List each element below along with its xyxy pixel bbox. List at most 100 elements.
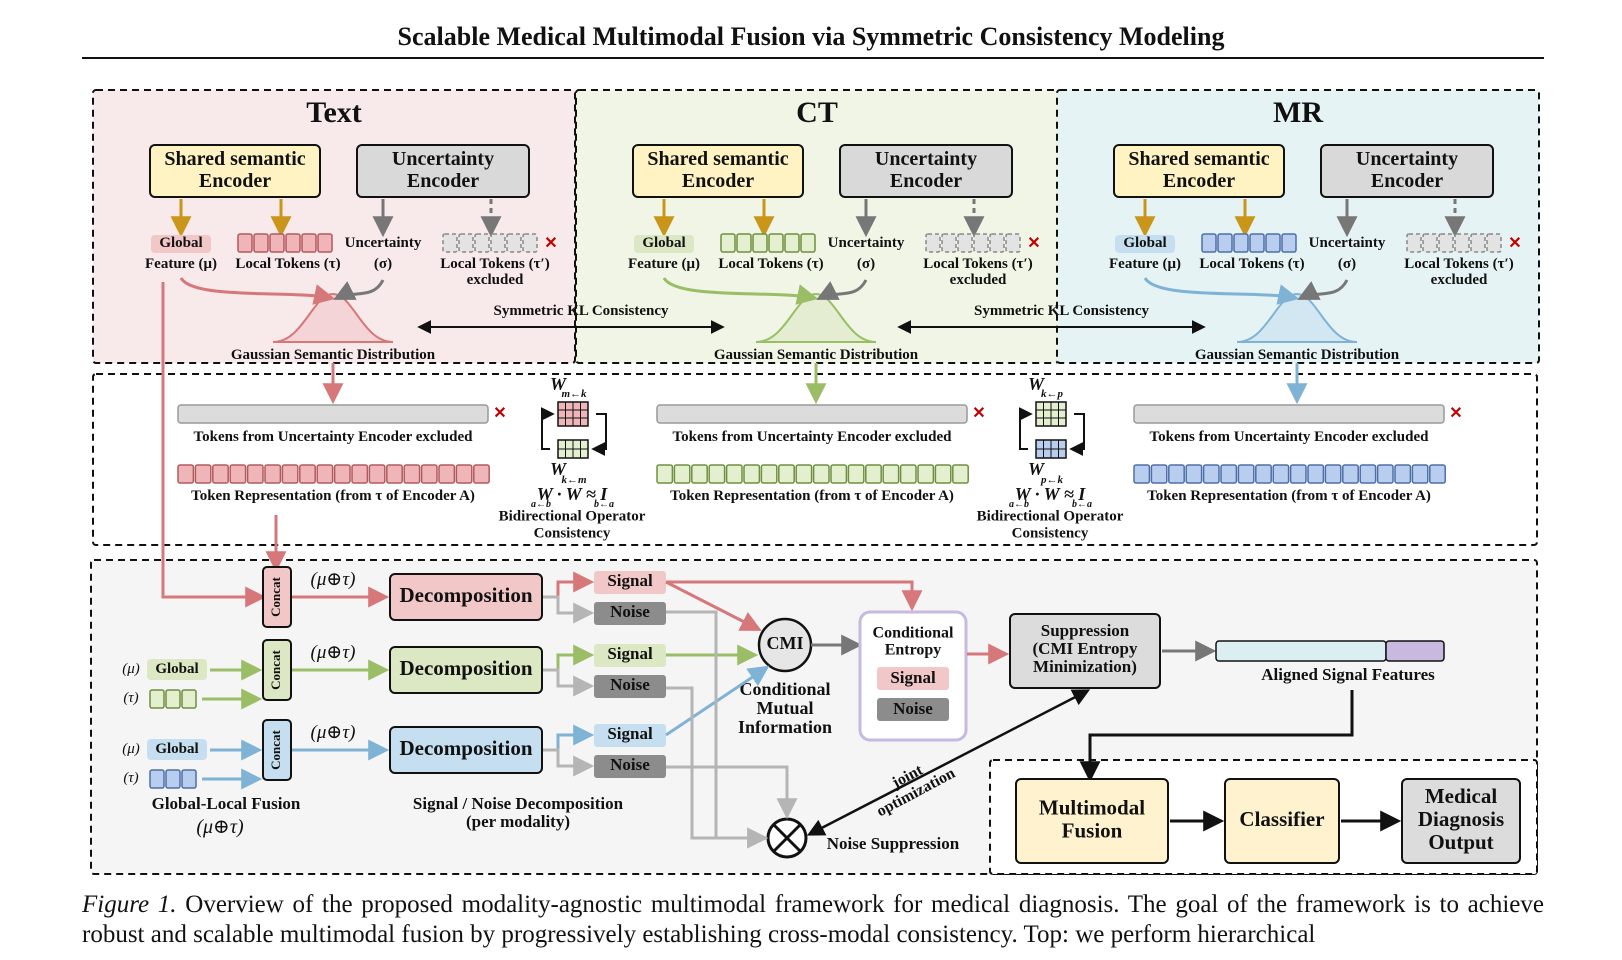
token-cell [865,464,882,484]
signal-badge [594,724,666,747]
local-tokens-label: Local Tokens (τ) [718,256,823,272]
token-cell [403,464,421,484]
noise-to-suppression-arrow [666,686,769,849]
token-cell [743,464,761,484]
token-cell [1185,464,1203,484]
token-cell [1265,233,1281,253]
gaussian-label: Gaussian Semantic Distribution [231,347,436,363]
token-cell [795,464,813,484]
token-cell [458,233,474,253]
operator-loop-arrow [591,413,607,456]
concat-label: Concat [268,729,283,769]
token-cell [656,464,674,484]
uncertainty-label: Uncertainty [1309,235,1386,251]
token-cell [333,464,351,484]
excluded-x-icon: ✕ [1508,235,1521,252]
token-cell [691,464,708,484]
signal-label: Signal [607,644,653,663]
token-cell [708,464,726,484]
symmetric-kl-label: Symmetric KL Consistency [974,303,1149,319]
token-cell [973,233,989,253]
token-cell [1133,464,1151,484]
token-representation [656,464,969,484]
token-cell [1281,233,1297,253]
token-cell [455,464,473,484]
signal-to-cmi-arrow [665,580,762,631]
operator-w-top: W [550,374,568,394]
uncertainty-label: Uncertainty [345,235,422,251]
diagnosis-output-box [1401,778,1521,864]
excluded-x-icon: ✕ [493,405,506,422]
token-cell [442,233,458,253]
signal-label: Signal [607,571,653,590]
operator-w-bottom: W [550,459,568,479]
global-label: Global [642,235,685,251]
token-cell [212,464,229,484]
entropy-signal-badge [877,667,949,690]
excluded-token-bar [177,404,489,424]
gaussian-label: Gaussian Semantic Distribution [714,347,919,363]
excluded-tokens [442,233,538,253]
local-token-group [149,689,197,709]
identity-sub: a←b [1009,499,1029,510]
noise-badge [594,602,666,625]
token-cell [736,233,752,253]
global-local-fusion-label: Global-Local Fusion [152,794,301,813]
token-cell [778,464,795,484]
operator-w-bottom: W [1028,459,1046,479]
uncertainty-encoder [1320,144,1494,198]
excluded-tokens [925,233,1021,253]
token-cell [1220,464,1238,484]
token-cell [317,233,333,253]
tau-label: (τ) [123,690,138,706]
token-cell [720,233,736,253]
excluded-tokens [1406,233,1502,253]
token-cell [882,464,900,484]
identity-equation: W · W ≈ I [537,484,608,504]
operator-sub-top: k←p [1041,388,1064,400]
concat-label: Concat [268,649,283,689]
token-cell [490,233,506,253]
joint-optimization-arrow [806,689,1091,836]
signal-label: Signal [607,724,653,743]
decomposition-label: Decomposition [400,583,533,607]
token-cell [899,464,917,484]
sigma-to-gaussian-arrow [333,279,385,300]
token-cell [1217,233,1233,253]
modality-title-ct: CT [796,96,838,129]
token-cell [264,464,282,484]
token-cell [673,464,691,484]
excluded-tokens-label: Tokens from Uncertainty Encoder excluded [194,429,474,445]
uncertainty-encoder [839,144,1013,198]
fusion-formula-label: (μ⊕τ) [196,816,244,838]
classifier-label: Classifier [1239,807,1324,831]
decomposition-label: Decomposition [400,656,533,680]
identity-sub: b←a [1072,499,1092,510]
identity-sub: b←a [594,499,614,510]
entropy-signal-label: Signal [890,668,936,687]
token-cell [1289,464,1307,484]
global-label: Global [155,661,198,677]
concat-box [262,566,292,628]
local-tokens [237,233,333,253]
token-cell [229,464,247,484]
concat-label: Concat [268,576,283,616]
sigma-to-gaussian-arrow [1297,279,1349,300]
mu-label: (μ) [122,741,140,757]
token-cell [285,233,301,253]
aligned-feature-bar [1215,640,1387,662]
excluded-x-icon: ✕ [972,405,985,422]
token-cell [149,769,165,789]
local-tokens [1201,233,1297,253]
noise-badge [594,755,666,778]
token-cell [725,464,743,484]
local-tokens-label: Local Tokens (τ) [235,256,340,272]
global-to-gaussian-arrow [662,277,819,305]
token-cell [768,233,784,253]
global-feature-label: Feature (μ) [1109,256,1181,272]
